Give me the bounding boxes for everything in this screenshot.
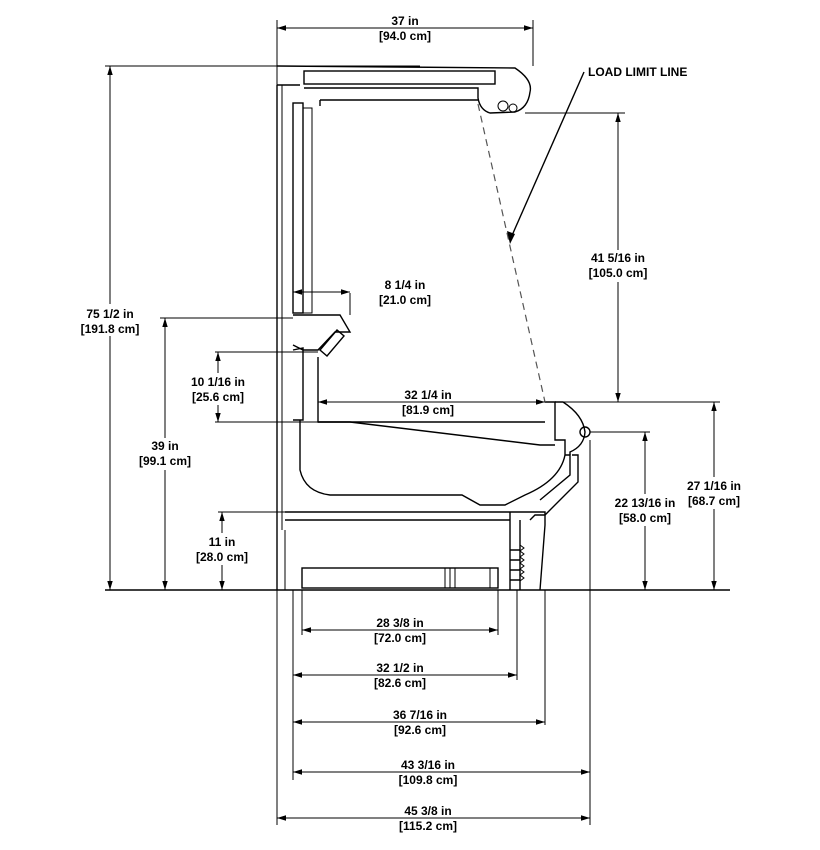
dim-well-depth: 32 1/4 in [81.9 cm] [402,388,454,417]
dim-top-width-imperial: 37 in [391,14,418,28]
dim-overall-height-metric: [191.8 cm] [81,322,140,336]
extension-lines [105,20,720,825]
dim-overall-height: 75 1/2 in [191.8 cm] [74,304,146,336]
dim-base-43: 43 3/16 in [109.8 cm] [399,758,458,787]
dim-base-28-imperial: 28 3/8 in [376,616,423,630]
load-limit-label: LOAD LIMIT LINE [588,65,687,79]
dim-base-36-metric: [92.6 cm] [394,723,446,737]
dim-base-36-imperial: 36 7/16 in [393,708,447,722]
dim-base-28-metric: [72.0 cm] [374,631,426,645]
dim-deck-height-metric: [99.1 cm] [139,454,191,468]
dim-deck-height: 39 in [99.1 cm] [133,438,197,470]
dim-base-32: 32 1/2 in [82.6 cm] [374,661,426,690]
load-limit-callout: LOAD LIMIT LINE [507,65,687,244]
dim-base-height-imperial: 11 in [209,535,236,549]
dim-overall-depth-imperial: 45 3/8 in [404,804,451,818]
dim-base-32-metric: [82.6 cm] [374,676,426,690]
load-limit-line [477,103,546,403]
dim-base-height: 11 in [28.0 cm] [189,533,255,565]
dim-top-width-metric: [94.0 cm] [379,29,431,43]
dim-overall-height-imperial: 75 1/2 in [86,307,133,321]
dim-shelf-depth-imperial: 8 1/4 in [385,278,426,292]
dim-bumper-height-metric: [58.0 cm] [619,511,671,525]
dim-front-height-imperial: 27 1/16 in [687,479,741,493]
dim-base-43-metric: [109.8 cm] [399,773,458,787]
dim-upper-height: 41 5/16 in [105.0 cm] [583,250,653,282]
dim-shelf-drop-imperial: 10 1/16 in [191,375,245,389]
dim-base-36: 36 7/16 in [92.6 cm] [393,708,447,737]
dim-shelf-drop: 10 1/16 in [25.6 cm] [185,373,251,405]
dim-overall-depth: 45 3/8 in [115.2 cm] [399,804,457,833]
dim-well-depth-metric: [81.9 cm] [402,403,454,417]
dim-bumper-height-imperial: 22 13/16 in [615,496,676,510]
dimension-lines [107,25,717,821]
dim-base-height-metric: [28.0 cm] [196,550,248,564]
dim-shelf-drop-metric: [25.6 cm] [192,390,244,404]
dim-upper-height-imperial: 41 5/16 in [591,251,645,265]
dim-base-43-imperial: 43 3/16 in [401,758,455,772]
dim-shelf-depth: 8 1/4 in [21.0 cm] [379,278,431,307]
dim-top-width: 37 in [94.0 cm] [379,14,431,43]
dim-base-28: 28 3/8 in [72.0 cm] [374,616,426,645]
dim-upper-height-metric: [105.0 cm] [589,266,648,280]
dim-base-32-imperial: 32 1/2 in [376,661,423,675]
case-body [276,65,591,591]
dim-front-height-metric: [68.7 cm] [688,494,740,508]
dim-bumper-height: 22 13/16 in [58.0 cm] [608,494,683,526]
dim-front-height: 27 1/16 in [68.7 cm] [678,477,750,509]
dim-overall-depth-metric: [115.2 cm] [399,819,457,833]
dim-shelf-depth-metric: [21.0 cm] [379,293,431,307]
dim-deck-height-imperial: 39 in [151,439,178,453]
dim-well-depth-imperial: 32 1/4 in [404,388,451,402]
